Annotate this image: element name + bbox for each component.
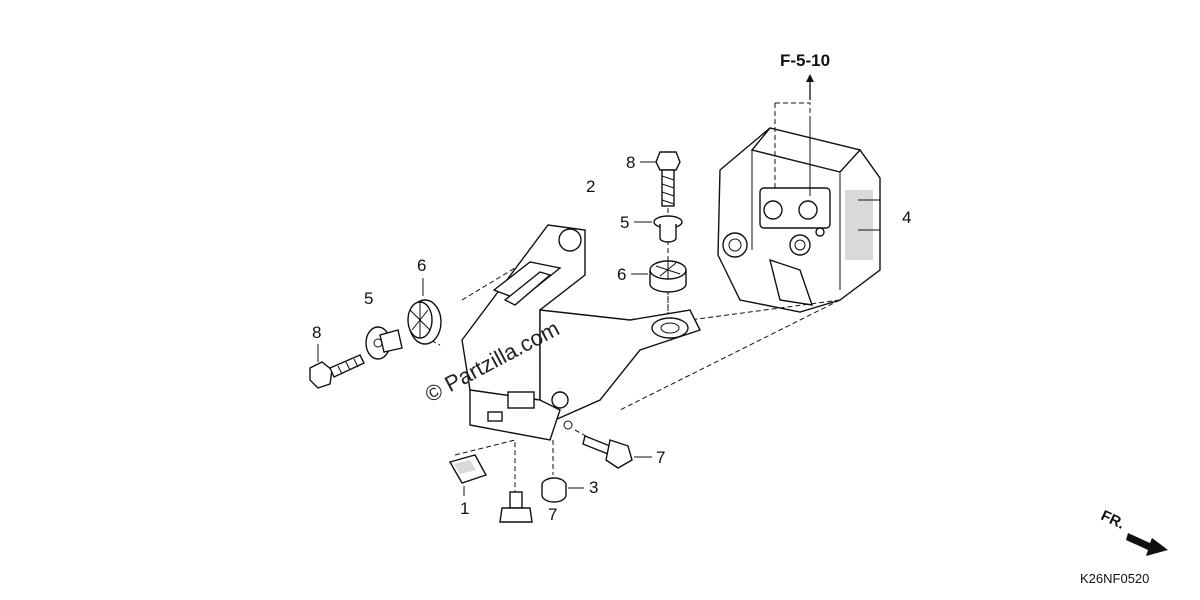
clip-nut xyxy=(448,454,488,484)
front-label: FR. xyxy=(1098,507,1127,533)
front-direction-indicator: FR. xyxy=(1098,507,1168,556)
callout-6-left: 6 xyxy=(417,256,426,275)
abs-modulator-unit xyxy=(717,127,881,313)
callout-8-left: 8 xyxy=(312,323,321,342)
bolt-right xyxy=(655,151,681,207)
callout-8-right: 8 xyxy=(626,153,635,172)
callout-3: 3 xyxy=(589,478,598,497)
bolt-side xyxy=(582,435,633,469)
callouts: 1 2 3 4 5 5 6 6 7 7 8 8 xyxy=(312,153,911,524)
rubber-grommet-right xyxy=(649,260,687,293)
collar-right xyxy=(653,215,683,243)
bolt-left xyxy=(309,354,365,389)
callout-5-left: 5 xyxy=(364,289,373,308)
reference-callout: F-5-10 xyxy=(780,51,830,100)
diagram-code: K26NF0520 xyxy=(1080,571,1149,586)
collar-left xyxy=(365,326,403,360)
collar-nut xyxy=(541,477,567,503)
callout-2: 2 xyxy=(586,177,595,196)
callout-4: 4 xyxy=(902,208,911,227)
callout-6-right: 6 xyxy=(617,265,626,284)
callout-7-right: 7 xyxy=(656,448,665,467)
mounting-bracket xyxy=(461,224,701,441)
rubber-grommet-left xyxy=(407,299,442,345)
bolt-bottom xyxy=(499,491,533,523)
callout-5-right: 5 xyxy=(620,213,629,232)
reference-label: F-5-10 xyxy=(780,51,830,70)
callout-7-bottom: 7 xyxy=(548,505,557,524)
front-arrow-icon xyxy=(1126,533,1168,556)
leader-lines xyxy=(409,102,841,495)
callout-1: 1 xyxy=(460,499,469,518)
